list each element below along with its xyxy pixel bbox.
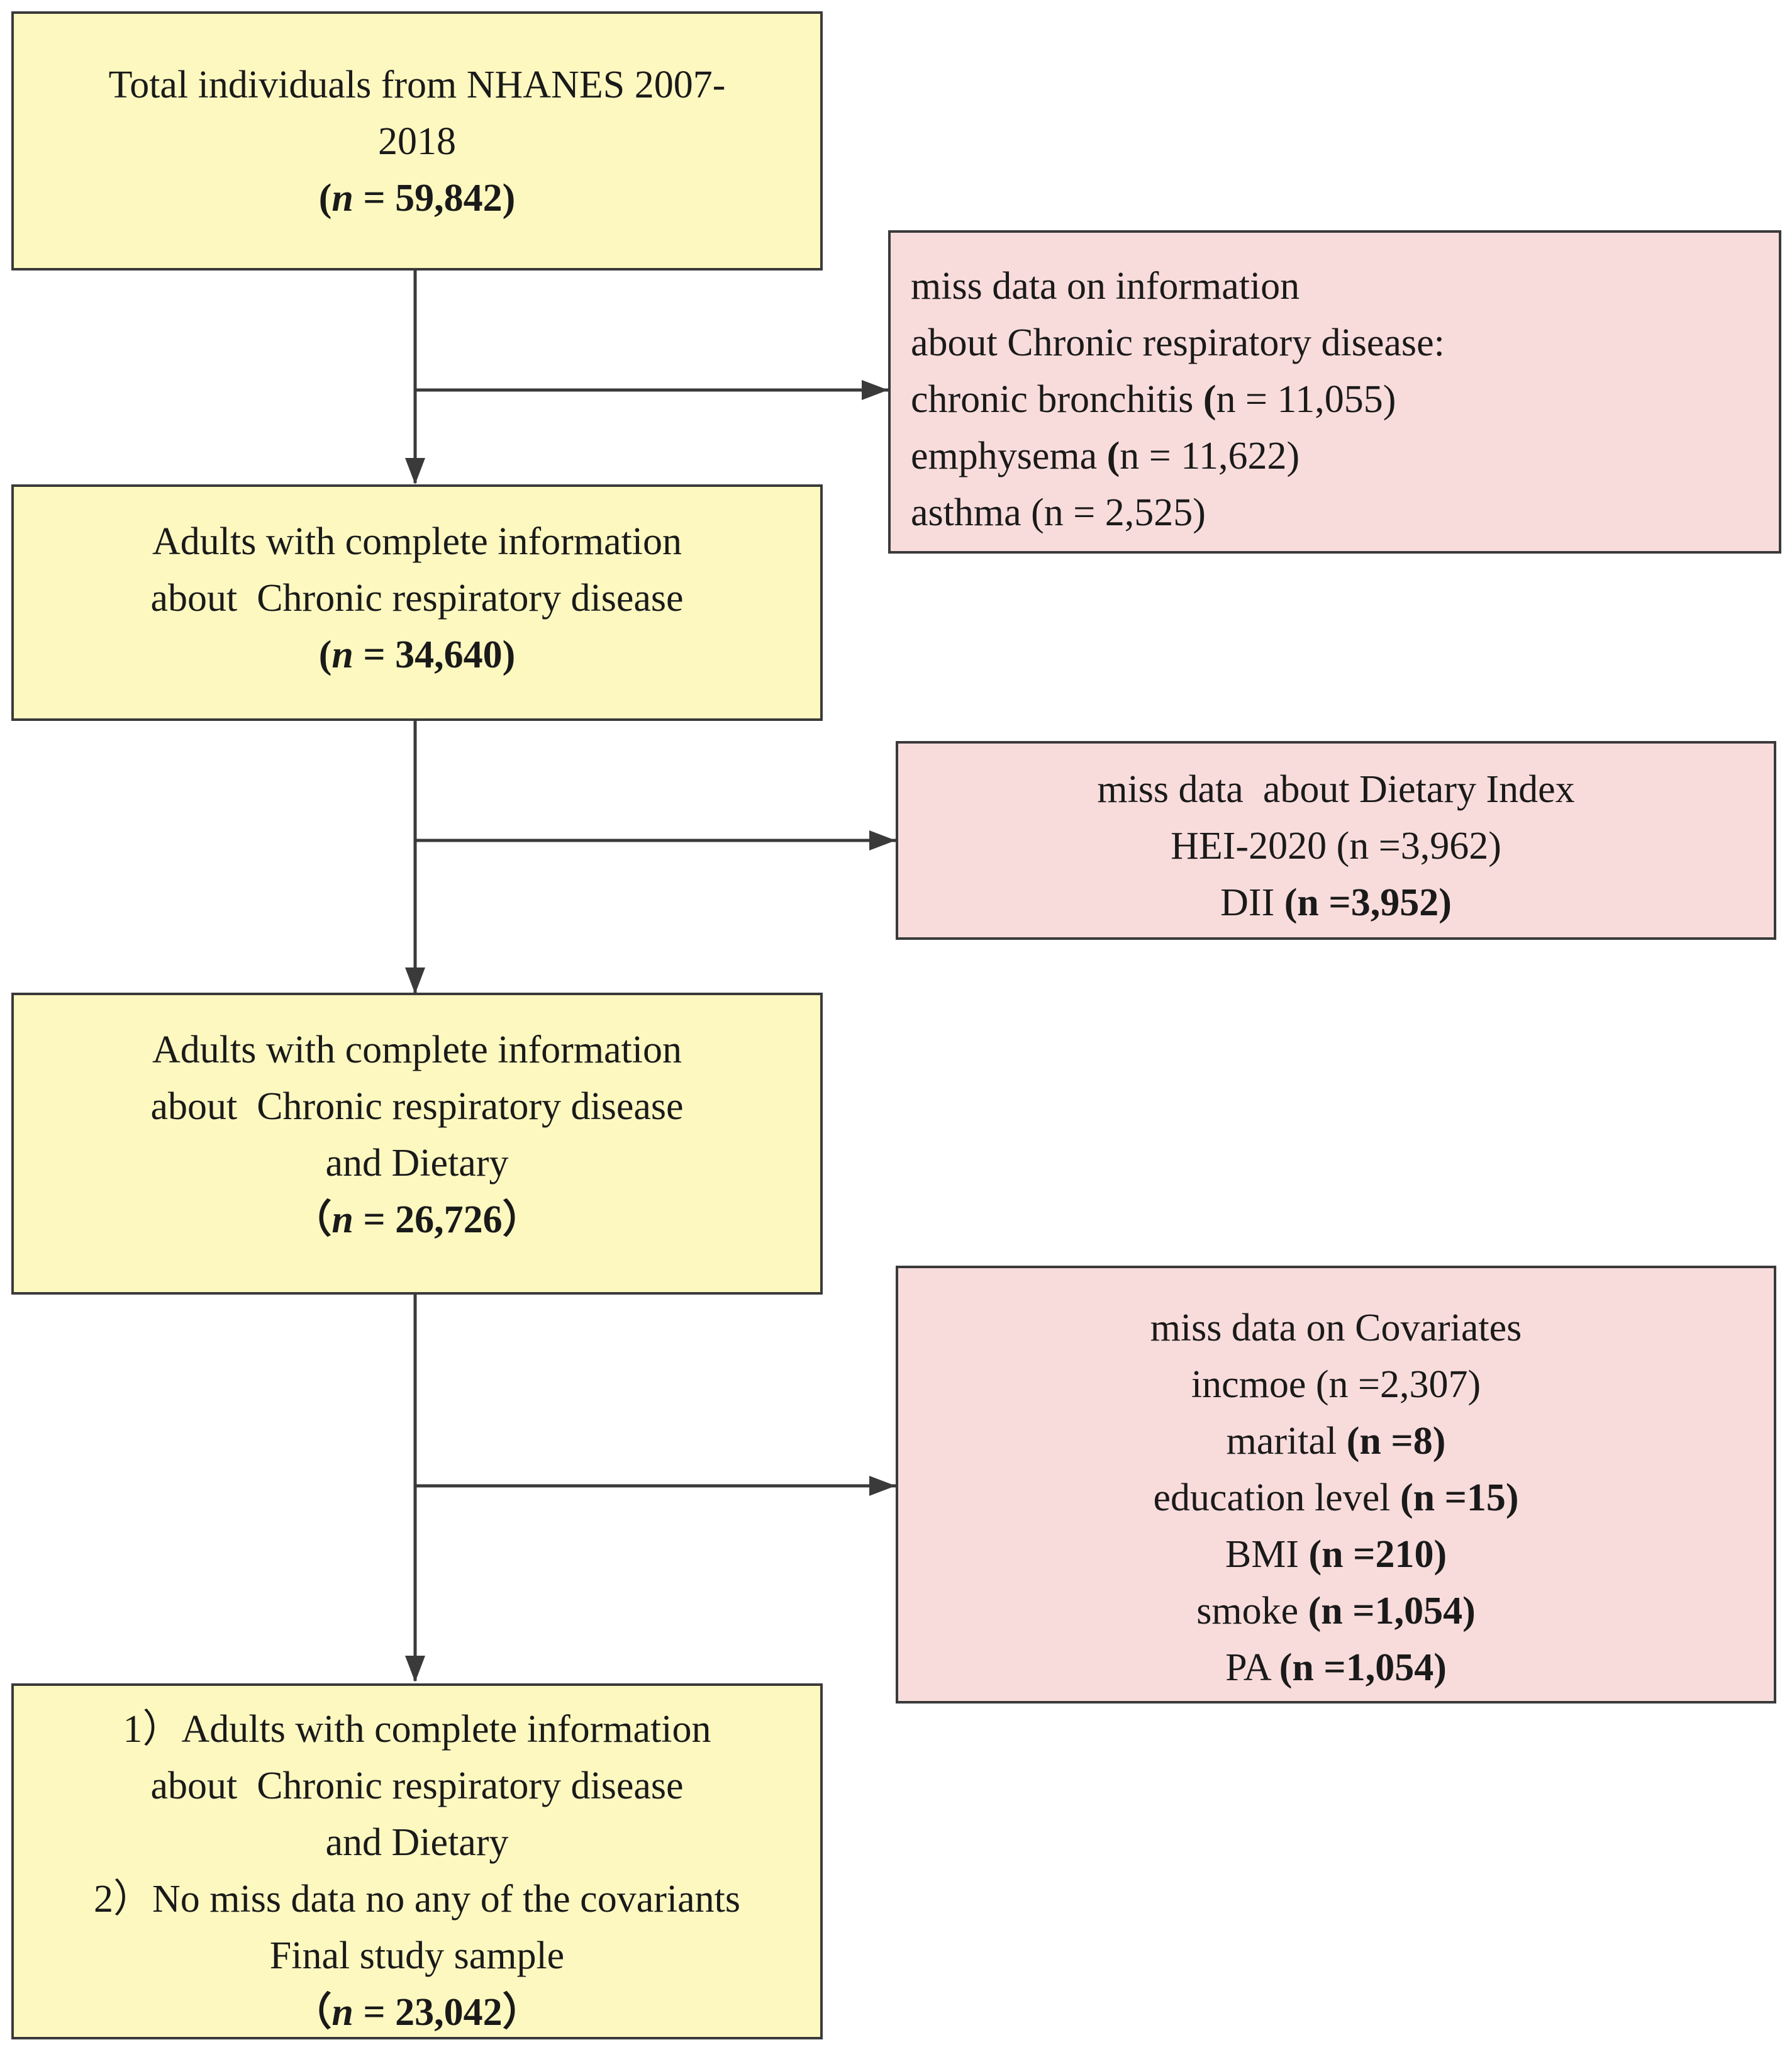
- box3-line2: about Chronic respiratory disease: [150, 1085, 684, 1128]
- box1-count: (n = 59,842): [318, 177, 516, 220]
- excl3-income: incmoe (n =2,307): [1191, 1363, 1481, 1406]
- total-individuals-box: Total individuals from NHANES 2007- 2018…: [11, 11, 823, 270]
- excl3-pa: PA (n =1,054): [1225, 1646, 1447, 1689]
- arrowhead-right-2: [869, 830, 896, 850]
- excl1-asthma: asthma (n = 2,525): [911, 491, 1206, 534]
- box1-line1: Total individuals from NHANES 2007-: [108, 64, 726, 106]
- excl1-line2: about Chronic respiratory disease:: [911, 321, 1445, 364]
- box4-line2: about Chronic respiratory disease: [150, 1765, 684, 1807]
- excl3-bmi: BMI (n =210): [1225, 1533, 1447, 1576]
- box2-line2: about Chronic respiratory disease: [150, 577, 684, 620]
- box3-line3: and Dietary: [325, 1142, 509, 1185]
- respiratory-complete-box: Adults with complete information about C…: [11, 484, 823, 721]
- arrowhead-right-3: [869, 1476, 896, 1496]
- excl2-hei: HEI-2020 (n =3,962): [1171, 825, 1501, 867]
- box3-count: （n = 26,726）: [292, 1198, 542, 1241]
- box1-line2: 2018: [378, 120, 456, 163]
- excl1-line1: miss data on information: [911, 265, 1300, 308]
- exclusion-dietary-box: miss data about Dietary Index HEI-2020 (…: [896, 741, 1776, 940]
- box3-line1: Adults with complete information: [152, 1029, 682, 1071]
- excl1-emphysema: emphysema (n = 11,622): [911, 435, 1300, 477]
- box4-line3: and Dietary: [325, 1821, 509, 1864]
- excl3-line1: miss data on Covariates: [1150, 1307, 1522, 1349]
- respiratory-dietary-box: Adults with complete information about C…: [11, 993, 823, 1295]
- excl2-line1: miss data about Dietary Index: [1097, 768, 1575, 811]
- excl3-smoke: smoke (n =1,054): [1196, 1590, 1476, 1632]
- excl2-dii: DII (n =3,952): [1220, 881, 1452, 924]
- excl3-marital: marital (n =8): [1226, 1420, 1446, 1463]
- box4-line4: 2）No miss data no any of the covariants: [94, 1878, 740, 1921]
- box2-line1: Adults with complete information: [152, 520, 682, 563]
- box4-count: （n = 23,042）: [292, 1991, 542, 2034]
- box4-line1: 1）Adults with complete information: [123, 1708, 711, 1751]
- final-sample-box: 1）Adults with complete information about…: [11, 1683, 823, 2039]
- excl1-chronic-bronchitis: chronic bronchitis (n = 11,055): [911, 378, 1396, 421]
- excl3-education: education level (n =15): [1153, 1476, 1519, 1519]
- arrowhead-down-2: [405, 967, 425, 994]
- arrowhead-down-3: [405, 1656, 425, 1682]
- arrowhead-down-1: [405, 458, 425, 484]
- exclusion-respiratory-box: miss data on information about Chronic r…: [888, 230, 1781, 554]
- exclusion-covariates-box: miss data on Covariates incmoe (n =2,307…: [896, 1266, 1776, 1703]
- arrowhead-right-1: [862, 380, 888, 400]
- box2-count: (n = 34,640): [318, 633, 516, 676]
- box4-line5: Final study sample: [269, 1934, 565, 1977]
